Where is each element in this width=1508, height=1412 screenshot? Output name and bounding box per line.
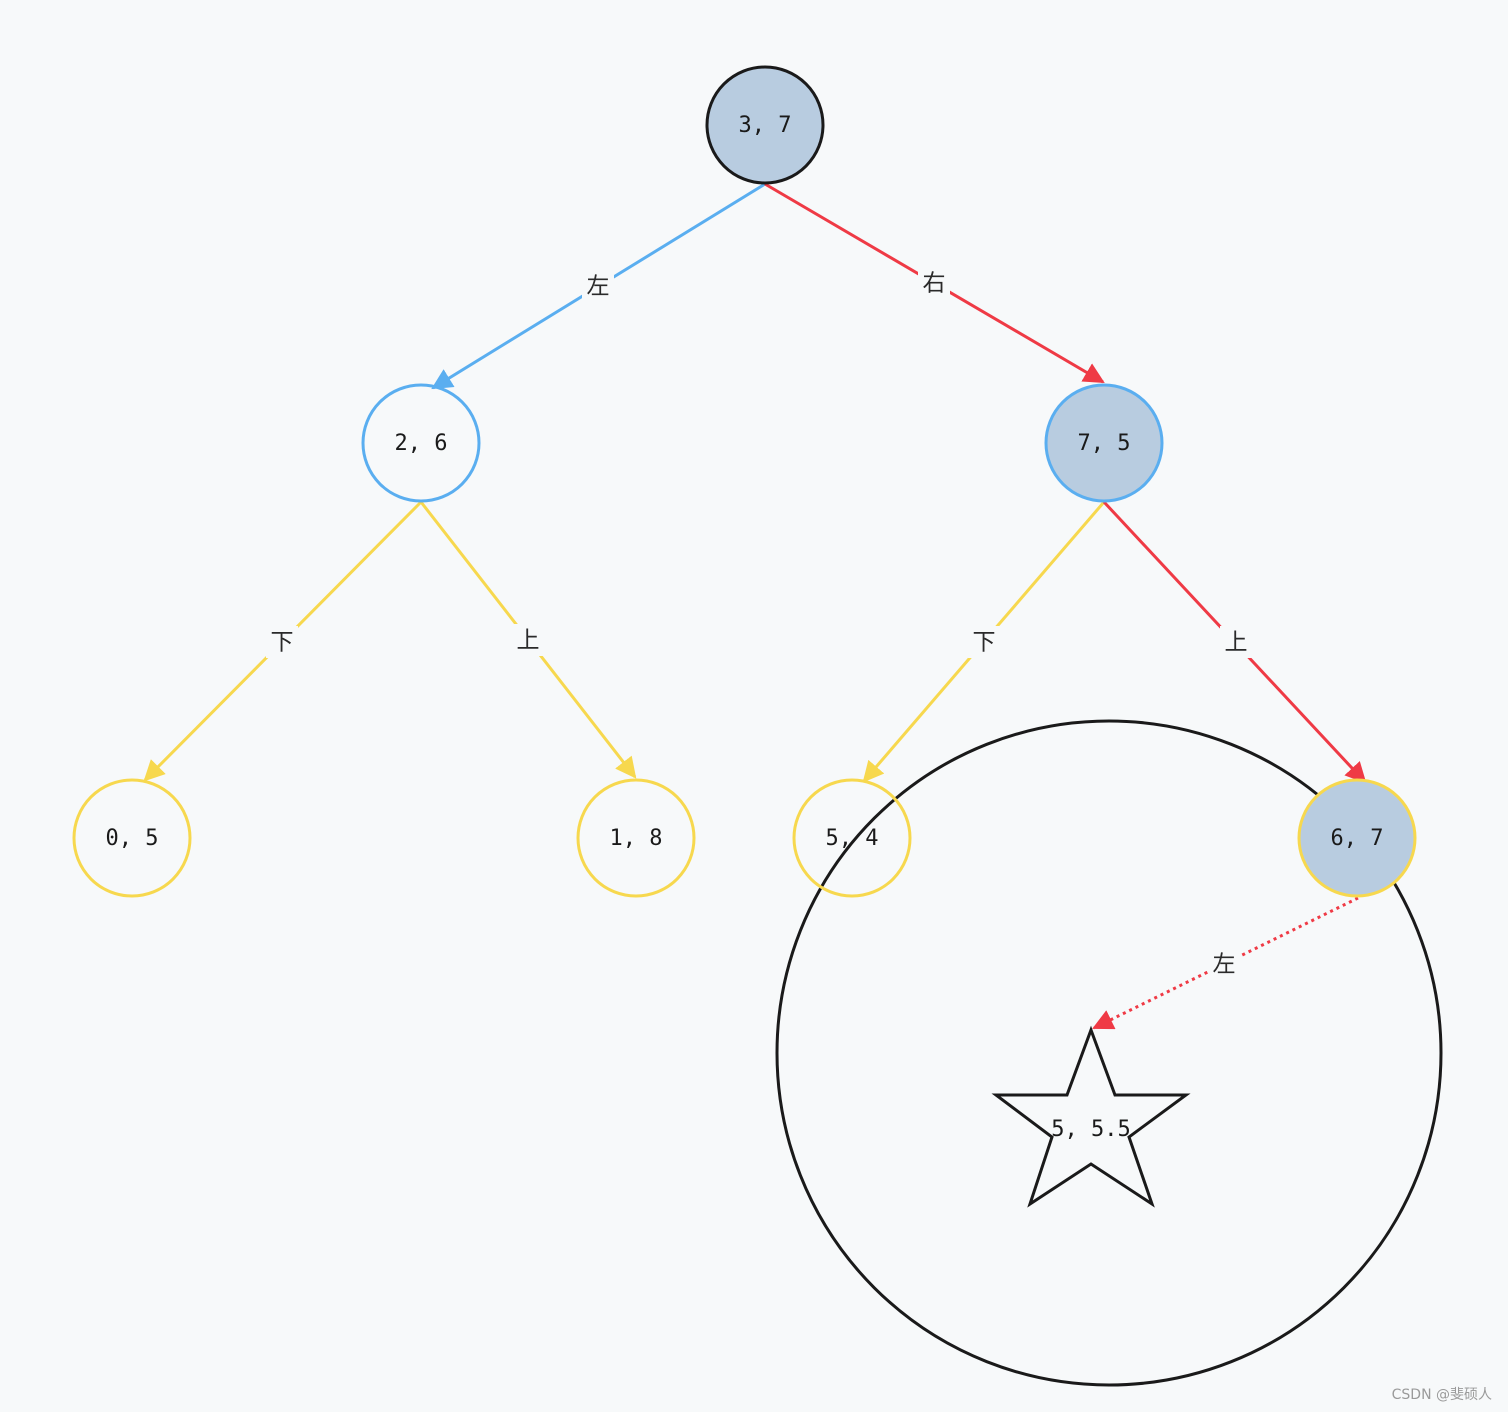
edge-label-root-right: 右 (923, 271, 946, 297)
node-label-7-5: 7, 5 (1078, 431, 1131, 456)
watermark: CSDN @斐硕人 (1391, 1387, 1492, 1403)
edge-2-6-up: 上 (419, 501, 637, 779)
edge-7-5-down: 下 (862, 501, 1106, 783)
edge-root-left: 左 (431, 182, 766, 390)
node-5-4: 5, 4 (792, 778, 912, 898)
query-point: 5, 5.5 (991, 1025, 1191, 1208)
edge-7-5-up: 上 (1102, 500, 1367, 784)
node-7-5: 7, 5 (1044, 383, 1164, 503)
edge-label-6-7-left: 左 (1213, 952, 1236, 978)
node-1-8: 1, 8 (576, 778, 696, 898)
node-label-0-5: 0, 5 (106, 826, 159, 851)
edge-label-7-5-up: 上 (1225, 630, 1248, 656)
node-label-2-6: 2, 6 (395, 431, 448, 456)
node-label-3-7: 3, 7 (739, 113, 792, 138)
edge-label-7-5-down: 下 (973, 630, 996, 656)
edge-label-2-6-down: 下 (271, 630, 294, 656)
edge-root-right: 右 (764, 182, 1105, 384)
node-6-7: 6, 7 (1297, 778, 1417, 898)
edge-label-root-left: 左 (587, 274, 610, 300)
edge-6-7-left-dotted: 左 (1092, 896, 1359, 1030)
query-point-label: 5, 5.5 (1051, 1117, 1130, 1142)
node-label-1-8: 1, 8 (610, 826, 663, 851)
node-3-7: 3, 7 (705, 65, 825, 185)
search-radius-circle (775, 719, 1443, 1387)
node-0-5: 0, 5 (72, 778, 192, 898)
node-2-6: 2, 6 (361, 383, 481, 503)
edge-2-6-down: 下 (143, 500, 423, 782)
node-label-6-7: 6, 7 (1331, 826, 1384, 851)
node-label-5-4: 5, 4 (826, 826, 879, 851)
edge-label-2-6-up: 上 (517, 628, 540, 654)
star-icon (991, 1025, 1191, 1208)
